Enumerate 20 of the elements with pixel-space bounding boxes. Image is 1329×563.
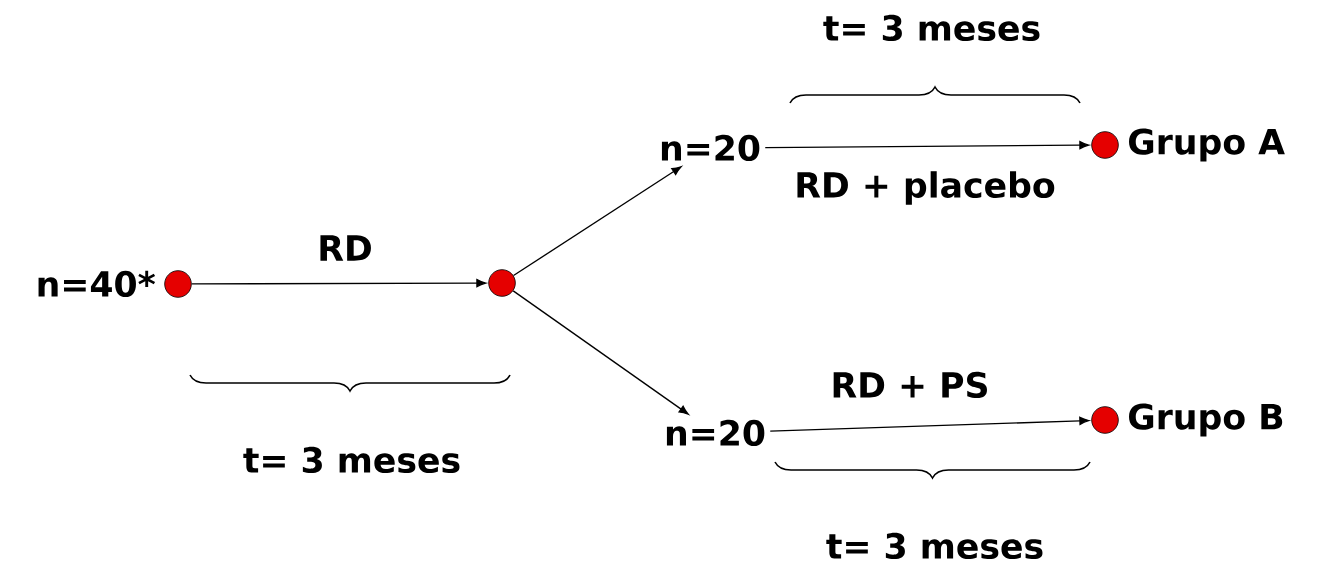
arrow: [512, 166, 682, 277]
edge-label: RD: [315, 234, 375, 262]
edge-label: RD + placebo: [792, 169, 1058, 207]
dot: [488, 269, 516, 297]
dot: [164, 270, 192, 298]
group-label: n=40*: [38, 270, 156, 298]
duration-label: t= 3 meses: [243, 446, 460, 474]
node-label: n=20: [666, 419, 765, 447]
duration-label: t= 3 meses: [826, 532, 1043, 560]
dot: [1091, 406, 1119, 434]
group-label: Grupo B: [1129, 403, 1283, 437]
arrow: [764, 141, 1090, 150]
edge-label: RD + PS: [829, 370, 991, 400]
dot: [1091, 131, 1119, 159]
duration-label: t= 3 meses: [823, 14, 1040, 42]
group-label: Grupo A: [1129, 128, 1285, 162]
arrow: [512, 290, 689, 415]
arrow: [769, 416, 1090, 432]
node-label: n=20: [661, 134, 760, 162]
arrow: [191, 278, 487, 288]
